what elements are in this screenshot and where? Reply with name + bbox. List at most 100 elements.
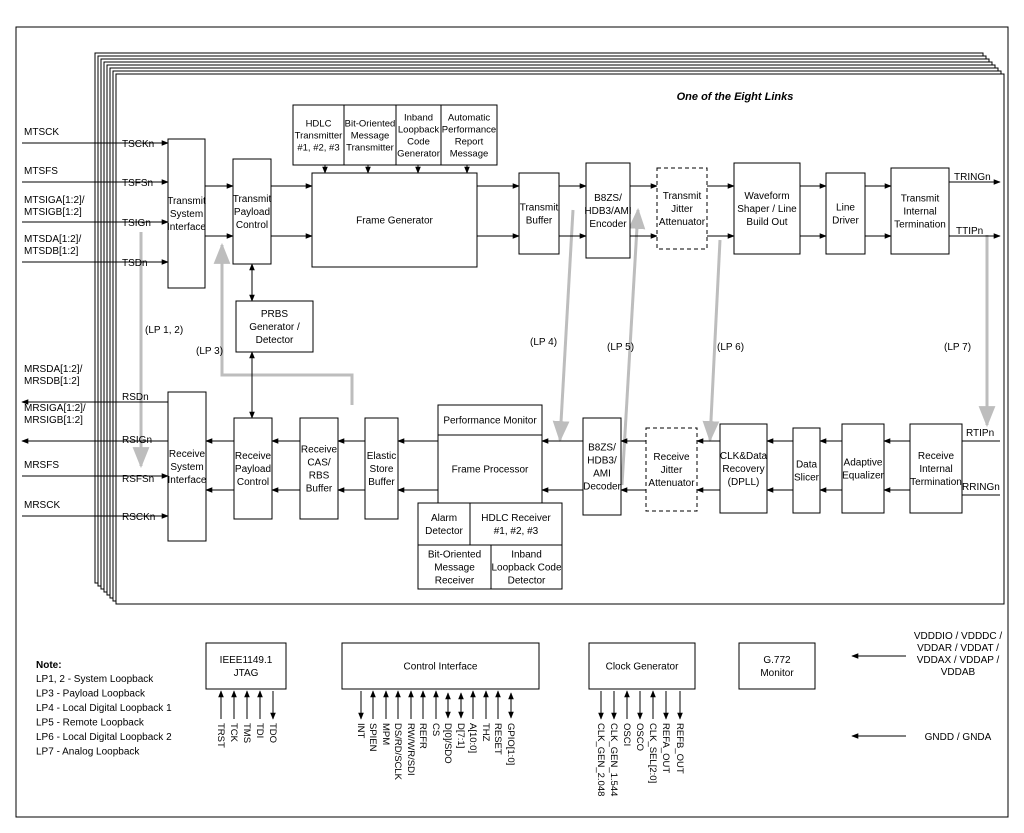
pin-label: TSIGn — [122, 218, 151, 229]
rx-jitter-line: Receive — [653, 452, 690, 463]
loopback-label: (LP 7) — [944, 342, 971, 353]
tx-term-line: Transmit — [901, 194, 940, 205]
inband-det-line: Loopback Code — [491, 563, 561, 574]
hdlc-tx-line: Transmitter — [295, 130, 343, 141]
rx-term-line: Receive — [918, 451, 955, 462]
tx-term-line: Internal — [903, 207, 936, 218]
rpc-line: Control — [237, 477, 269, 488]
prbs-line: Detector — [256, 335, 294, 346]
signal-mtsig: MTSIGB[1:2] — [24, 207, 82, 218]
tx-buf-line: Transmit — [520, 203, 559, 214]
eq-block — [841, 423, 885, 514]
eq-line: Adaptive — [844, 458, 883, 469]
ctrl-pin-label: SPIEN — [367, 723, 378, 752]
loopback-label: (LP 3) — [196, 346, 223, 357]
bom-tx-line: Bit-Oriented — [345, 118, 396, 129]
pin-label: RSDn — [122, 392, 149, 403]
signal-mtsck: MTSCK — [24, 127, 59, 138]
apr-line: Message — [450, 148, 489, 159]
jtag-pin-label: TMS — [241, 723, 252, 743]
labels: TransmitSystemInterfaceTransmitPayloadCo… — [24, 112, 1002, 796]
ctrl-pin-label: REFR — [417, 723, 428, 749]
line-pin-label: TRINGn — [954, 172, 991, 183]
ctrl-pin-label: D[0]/SDO — [442, 723, 453, 764]
apr-block — [440, 104, 498, 166]
elastic-block — [364, 417, 399, 520]
cas-block — [299, 417, 339, 520]
bom-rx-block — [417, 544, 492, 590]
jtag-line: JTAG — [234, 668, 259, 679]
enc-block — [585, 162, 631, 259]
line-driver-line: Line — [836, 203, 855, 214]
waveform-line: Waveform — [744, 191, 789, 202]
rpc-line: Receive — [235, 451, 272, 462]
rsi-block — [167, 391, 207, 542]
rx-jitter-line: Jitter — [661, 465, 683, 476]
signal-mtsd: MTSDB[1:2] — [24, 246, 79, 257]
line-pin-label: RRINGn — [962, 482, 1000, 493]
prbs-line: PRBS — [261, 309, 289, 320]
tpc-block — [232, 158, 272, 265]
power-label: VDDAR / VDDAT / — [917, 643, 999, 654]
link-caption: One of the Eight Links — [677, 91, 794, 103]
tsi-block — [167, 138, 206, 289]
tx-jitter-line: Jitter — [671, 204, 693, 215]
apr-line: Report — [455, 136, 484, 147]
cdr-line: Recovery — [722, 464, 764, 475]
rx-term-line: Termination — [910, 477, 962, 488]
alarm-line: Detector — [425, 526, 463, 537]
dec-line: Decoder — [583, 482, 621, 493]
dec-line: AMI — [593, 469, 611, 480]
frame-proc-line: Frame Processor — [452, 465, 529, 476]
loopback-label: (LP 6) — [717, 342, 744, 353]
ctrl-pin-label: INT — [355, 723, 366, 739]
apr-line: Automatic — [448, 112, 490, 123]
elastic-line: Elastic — [367, 451, 396, 462]
ground-label: GNDD / GNDA — [925, 732, 992, 743]
cdr-line: CLK&Data — [720, 451, 768, 462]
signal-mrsd: MRSDA[1:2]/ — [24, 364, 83, 375]
note-item: LP1, 2 - System Loopback — [36, 674, 154, 685]
signal-mtsd: MTSDA[1:2]/ — [24, 234, 81, 245]
pin-label: TSFSn — [122, 178, 153, 189]
outer-frame — [15, 26, 1009, 818]
tsi-line: System — [170, 209, 203, 220]
note-item: LP6 - Local Digital Loopback 2 — [36, 732, 172, 743]
note-title: Note: — [36, 660, 62, 671]
line-pin-label: RTIPn — [966, 428, 994, 439]
signal-mrsig: MRSIGB[1:2] — [24, 415, 83, 426]
g772-block — [738, 642, 816, 690]
inband-gen-block — [395, 104, 442, 166]
dec-line: HDB3/ — [587, 456, 617, 467]
hdlc-rx-line: #1, #2, #3 — [494, 526, 539, 537]
hdlc-rx-line: HDLC Receiver — [481, 513, 551, 524]
line-driver-line: Driver — [832, 216, 859, 227]
ctrl-pin-label: GPIO[1:0] — [505, 723, 516, 765]
power-label: VDDDIO / VDDDC / — [914, 631, 1003, 642]
note-item: LP4 - Local Digital Loopback 1 — [36, 703, 172, 714]
loopback-label: (LP 5) — [607, 342, 634, 353]
tx-jitter-line: Attenuator — [659, 217, 706, 228]
bom-rx-line: Message — [434, 563, 475, 574]
inband-gen-line: Code — [407, 136, 430, 147]
pin-label: RSCKn — [122, 512, 155, 523]
cdr-line: (DPLL) — [728, 477, 760, 488]
line-pin-label: TTIPn — [956, 226, 983, 237]
jtag-pin-label: TDI — [254, 723, 265, 738]
rx-jitter-line: Attenuator — [648, 478, 695, 489]
clkgen-block — [588, 642, 696, 690]
ctrl-pin-label: D[7:1] — [455, 723, 466, 748]
clk-pin-label: CLK_GEN_1.544 — [608, 723, 619, 796]
ctrl-pin-label: RESET — [492, 723, 503, 755]
pin-label: RSFSn — [122, 474, 154, 485]
jtag-pin-label: TDO — [267, 723, 278, 743]
rpc-line: Payload — [235, 464, 271, 475]
ctrl-line: Control Interface — [404, 662, 478, 673]
functional-blocks — [167, 104, 963, 690]
bom-tx-block — [343, 104, 397, 166]
rsi-line: Interface — [168, 475, 207, 486]
pin-label: TSCKn — [122, 139, 154, 150]
note-item: LP3 - Payload Loopback — [36, 689, 146, 700]
signal-mrsig: MRSIGA[1:2]/ — [24, 403, 86, 414]
g772-line: G.772 — [763, 655, 791, 666]
